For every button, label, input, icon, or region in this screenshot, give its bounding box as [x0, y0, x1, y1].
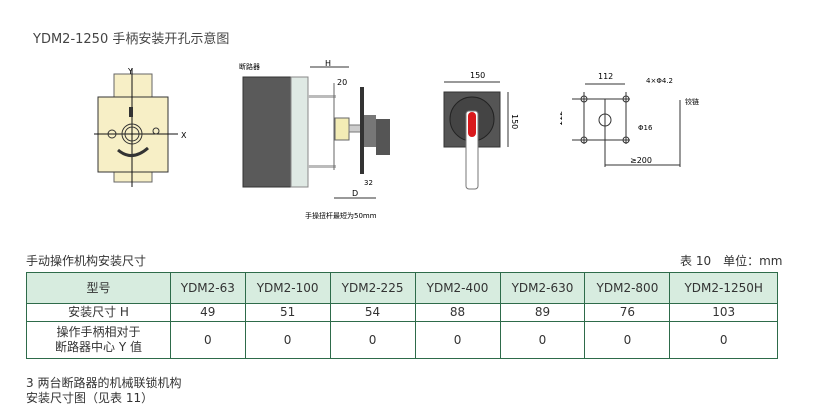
table-header-row: 型号 YDM2-63 YDM2-100 YDM2-225 YDM2-400 YD…	[26, 272, 778, 304]
row-label: 安装尺寸 H	[26, 303, 171, 322]
min-dist-label: ≥200	[630, 156, 652, 165]
header-cell: YDM2-1250H	[669, 272, 778, 304]
cutout-drawing: 112 112 4×Φ4.2 Φ16 铰链 ≥200	[560, 72, 699, 167]
dim-112-h: 112	[560, 111, 564, 126]
side-view-drawing: 断路器 H 20 32 D 手操扭杆最短为50mm	[239, 59, 390, 220]
header-cell: YDM2-100	[244, 272, 331, 304]
table-cell: 0	[170, 321, 246, 359]
table-cell: 103	[669, 303, 778, 322]
row-label: 操作手柄相对于 断路器中心 Y 值	[26, 321, 171, 359]
table-caption: 手动操作机构安装尺寸	[26, 254, 147, 268]
table-cell: 0	[499, 321, 586, 359]
holes-label: 4×Φ4.2	[646, 77, 673, 85]
table-cell: 89	[499, 303, 586, 322]
table-number-unit: 表 10 单位：mm	[680, 254, 783, 268]
dim-20: 20	[337, 78, 347, 87]
header-cell: YDM2-225	[329, 272, 416, 304]
table-row: 安装尺寸 H 49 51 54 88 89 76 103	[26, 303, 778, 322]
breaker-label: 断路器	[239, 62, 260, 71]
header-cell: YDM2-400	[414, 272, 501, 304]
table-cell: 54	[329, 303, 416, 322]
dim-d: D	[352, 189, 358, 198]
table-cell: 49	[170, 303, 246, 322]
hinge-label: 铰链	[685, 97, 699, 106]
dim-112-w: 112	[598, 72, 613, 81]
table-cell: 0	[244, 321, 331, 359]
side-note: 手操扭杆最短为50mm	[305, 211, 377, 220]
section-heading: 3 两台断路器的机械联锁机构	[26, 376, 182, 390]
dim-h: H	[325, 59, 331, 68]
x-axis-label: X	[181, 131, 187, 140]
installation-dimensions-table: 型号 YDM2-63 YDM2-100 YDM2-225 YDM2-400 YD…	[26, 272, 778, 359]
dim-width: 150	[470, 71, 485, 80]
header-cell: 型号	[26, 272, 171, 304]
header-cell: YDM2-800	[584, 272, 671, 304]
y-axis-label: Y	[127, 67, 133, 76]
header-cell: YDM2-630	[499, 272, 586, 304]
table-cell: 0	[329, 321, 416, 359]
table-cell: 0	[669, 321, 778, 359]
dim-32: 32	[364, 179, 373, 187]
header-cell: YDM2-63	[170, 272, 246, 304]
front-view-drawing: Y X	[94, 67, 187, 187]
table-cell: 76	[584, 303, 671, 322]
table-cell: 0	[584, 321, 671, 359]
table-cell: 0	[414, 321, 501, 359]
page-title: YDM2-1250 手柄安装开孔示意图	[33, 32, 230, 47]
table-cell: 51	[244, 303, 331, 322]
center-hole-label: Φ16	[638, 124, 653, 132]
table-row: 操作手柄相对于 断路器中心 Y 值 0 0 0 0 0 0 0	[26, 321, 778, 359]
handle-view-drawing: 150 150	[443, 71, 519, 190]
table-cell: 88	[414, 303, 501, 322]
dim-height: 150	[510, 114, 519, 129]
section-subheading: 安装尺寸图（见表 11）	[26, 391, 154, 405]
